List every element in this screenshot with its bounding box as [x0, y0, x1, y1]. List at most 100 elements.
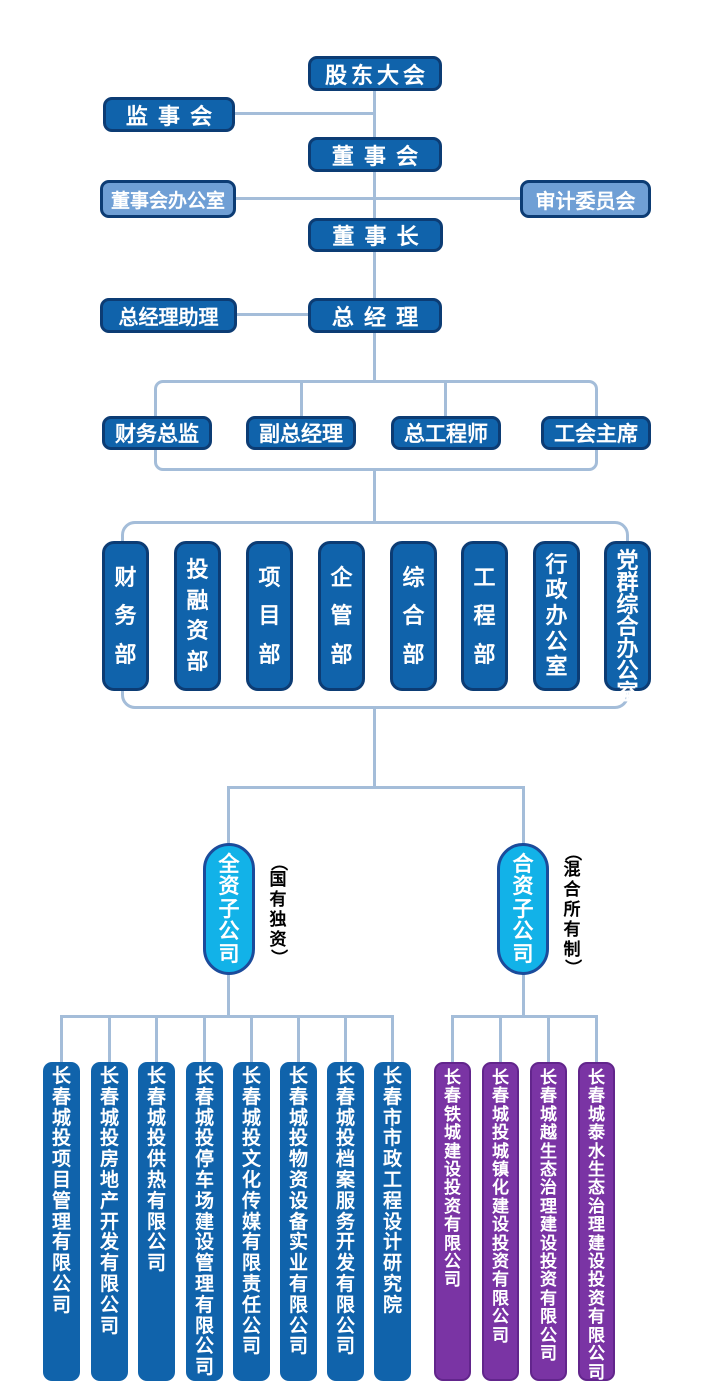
label-char: 限 — [444, 1233, 461, 1253]
department-box: 投融资部 — [174, 541, 221, 691]
label-char: 春 — [444, 1086, 461, 1106]
label-char: 司 — [218, 942, 240, 966]
connector — [522, 973, 525, 1017]
label-char: 长 — [99, 1066, 119, 1087]
label-char: 档 — [335, 1149, 355, 1171]
connector — [344, 1015, 347, 1063]
label-char: 部 — [258, 641, 281, 667]
label-char: 司 — [288, 1336, 308, 1358]
label-char: 公 — [540, 1325, 557, 1345]
label-char: 投 — [540, 1252, 557, 1272]
department-box: 企管部 — [318, 541, 365, 691]
connector — [451, 1015, 454, 1063]
label-char: 限 — [492, 1288, 509, 1308]
label-char: 春 — [588, 1086, 605, 1106]
label-char: 资 — [540, 1270, 557, 1290]
label-char: 投 — [241, 1128, 261, 1150]
label-char: 投 — [146, 1128, 166, 1150]
label-char: 治 — [540, 1178, 557, 1198]
label-char: 化 — [492, 1178, 509, 1198]
label-char: 投 — [492, 1233, 509, 1253]
label-char: 司 — [241, 1336, 261, 1358]
label-char: 室 — [616, 680, 639, 705]
label-char: 子 — [218, 897, 240, 921]
label-char: 司 — [194, 1357, 214, 1379]
department-box: 财务部 — [102, 541, 149, 691]
label-char: 建 — [588, 1233, 605, 1253]
label-char: 限 — [335, 1294, 355, 1316]
label-char: 管 — [330, 603, 353, 628]
label-char: 责 — [241, 1273, 261, 1295]
label-char: 司 — [492, 1325, 509, 1345]
label-char: 城 — [588, 1104, 605, 1124]
label-char: 越 — [540, 1123, 557, 1143]
company-box: 长春城投文化传媒有限责任公司 — [233, 1062, 270, 1381]
connector — [595, 1015, 598, 1063]
label-char: 投 — [492, 1123, 509, 1143]
node-gm-assistant: 总经理助理 — [100, 298, 237, 333]
label-char: 管 — [51, 1190, 71, 1212]
node-chairman: 董 事 长 — [308, 218, 443, 252]
label-char: 司 — [335, 1336, 355, 1358]
node-label: 董事会办公室 — [110, 190, 225, 212]
connector — [499, 1015, 502, 1063]
label-char: 春 — [51, 1086, 71, 1108]
connector — [155, 1015, 158, 1063]
manager-box: 副总经理 — [246, 416, 356, 450]
label-char: 春 — [288, 1086, 308, 1108]
label-char: 司 — [444, 1270, 461, 1290]
subsidiary-type-oval: 全资子公司 — [203, 843, 255, 975]
label-char: 限 — [194, 1315, 214, 1337]
label-char: 物 — [288, 1149, 308, 1171]
label-char: 城 — [99, 1107, 119, 1129]
label-char: 公 — [588, 1344, 605, 1364]
connector — [522, 788, 525, 845]
label-char: 春 — [382, 1086, 402, 1108]
label-char: 生 — [588, 1160, 605, 1180]
connector — [373, 468, 376, 523]
company-box: 长春城投城镇化建设投资有限公司 — [482, 1062, 519, 1381]
node-general-manager: 总 经 理 — [308, 298, 442, 333]
company-box: 长春城投物资设备实业有限公司 — [280, 1062, 317, 1381]
label-char: 公 — [492, 1307, 509, 1327]
label-char: 司 — [51, 1294, 71, 1316]
label-char: 公 — [545, 628, 568, 654]
label-char: 公 — [444, 1252, 461, 1272]
label-char: 房 — [99, 1149, 119, 1171]
label-char: 党 — [616, 548, 639, 573]
label-char: （ — [562, 844, 582, 861]
connector — [451, 1015, 598, 1018]
label-char: 理 — [51, 1211, 71, 1233]
connector — [547, 1015, 550, 1063]
label-char: 合 — [563, 880, 581, 899]
label-char: 司 — [588, 1362, 605, 1382]
label-char: 研 — [382, 1253, 402, 1275]
manager-box: 总工程师 — [391, 416, 501, 450]
label-char: 设 — [588, 1252, 605, 1272]
label-char: 春 — [335, 1086, 355, 1108]
label-char: 地 — [99, 1169, 119, 1191]
label-char: 投 — [288, 1128, 308, 1150]
department-box: 项目部 — [246, 541, 293, 691]
label-char: 有 — [269, 890, 287, 909]
label-char: 融 — [186, 587, 209, 613]
connector — [227, 973, 230, 1017]
label-char: 合 — [402, 603, 425, 628]
label-char: 限 — [146, 1211, 166, 1233]
label-char: 城 — [444, 1123, 461, 1143]
label-char: 城 — [146, 1107, 166, 1129]
label-char: 限 — [99, 1273, 119, 1295]
connector — [227, 788, 230, 845]
label-char: 春 — [241, 1086, 261, 1108]
label-char: 公 — [512, 920, 534, 943]
label-char: 综 — [402, 564, 425, 590]
manager-box: 工会主席 — [541, 416, 651, 450]
label-char: 资 — [288, 1169, 308, 1191]
label-char: 制 — [563, 940, 581, 959]
node-label: 董 事 长 — [332, 224, 421, 249]
label-char: 部 — [330, 641, 353, 667]
label-char: 开 — [335, 1232, 355, 1254]
node-label: 总经理助理 — [118, 307, 219, 329]
label-char: 投 — [588, 1270, 605, 1290]
node-audit-committee: 审计委员会 — [520, 180, 651, 218]
